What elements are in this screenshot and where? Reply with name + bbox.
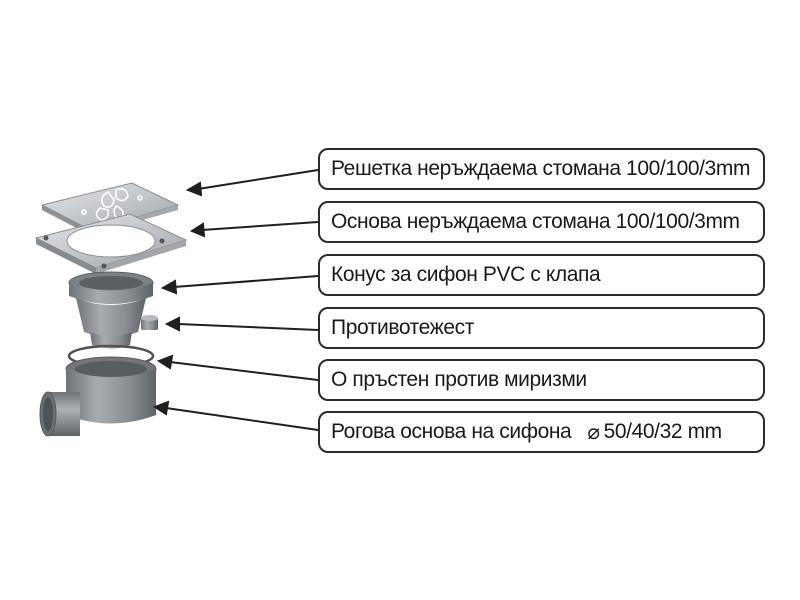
- label-siphon-base-text: Рогова основа на сифона: [331, 420, 572, 443]
- label-counterweight-text: Противотежест: [331, 316, 474, 339]
- label-base-frame: Основа неръждаема стомана 100/100/3mm: [318, 201, 765, 243]
- label-siphon-base-size: 50/40/32 mm: [603, 420, 723, 443]
- label-base-frame-text: Основа неръждаема стомана 100/100/3mm: [331, 210, 740, 233]
- diameter-icon: ⌀: [587, 420, 600, 444]
- counterweight-part: [141, 315, 158, 330]
- label-cone: Конус за сифон PVC с клапа: [318, 254, 765, 296]
- base-frame-part: [34, 213, 188, 274]
- butterfly-pattern-icon: [81, 188, 143, 221]
- callout-arrows: [152, 169, 319, 431]
- cone-part: [68, 271, 154, 349]
- label-o-ring: О пръстен против миризми: [318, 359, 765, 401]
- siphon-base-part: [39, 356, 157, 437]
- label-cone-text: Конус за сифон PVC с клапа: [331, 263, 601, 286]
- label-grate: Решетка неръждаема стомана 100/100/3mm: [318, 148, 765, 190]
- label-grate-text: Решетка неръждаема стомана 100/100/3mm: [331, 157, 751, 180]
- label-counterweight: Противотежест: [318, 307, 765, 349]
- label-siphon-base: Рогова основа на сифона ⌀ 50/40/32 mm: [318, 411, 765, 453]
- label-o-ring-text: О пръстен против миризми: [331, 368, 587, 391]
